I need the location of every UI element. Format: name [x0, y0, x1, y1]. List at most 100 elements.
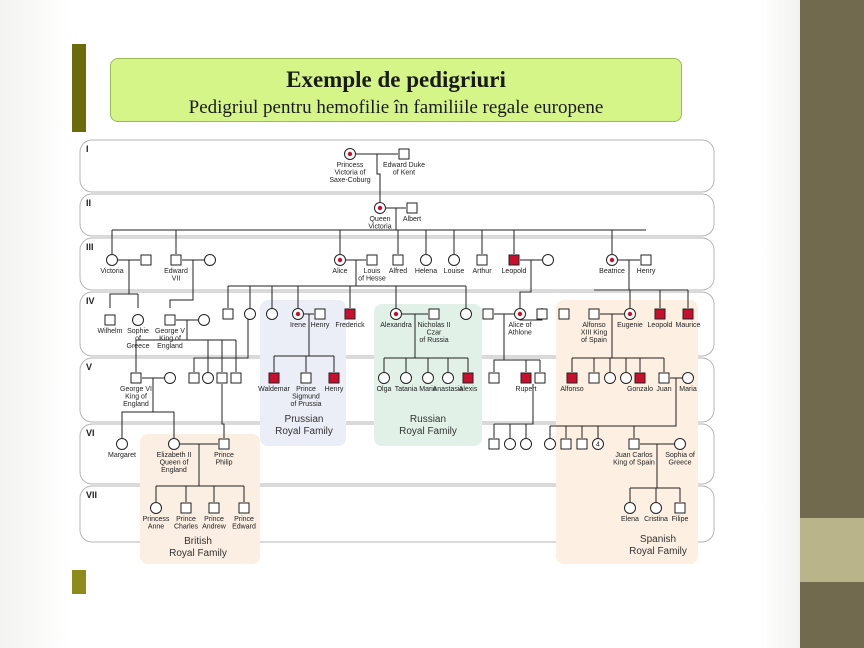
family-label-british: Royal Family [169, 548, 227, 559]
person-label: Alfred [389, 268, 407, 275]
slide-title: Exemple de pedigriuri [286, 67, 506, 92]
pedigree-person-beatrice: Beatrice [599, 254, 625, 275]
person-label: Queen of [160, 460, 189, 467]
person-label: Greece [127, 343, 150, 350]
pedigree-person-gonzalo: Gonzalo [627, 372, 653, 393]
person-label: Alfonso [582, 322, 605, 329]
person-label: Alfonso [560, 386, 583, 393]
pedigree-person-a4_3 [266, 308, 278, 320]
person-label: Victoria [100, 268, 123, 275]
pedigree-person-a4_1 [222, 308, 234, 320]
pedigree-person-c5_3 [216, 372, 228, 384]
person-label: Nicholas II [418, 322, 451, 329]
pedigree-person-rupert: Rupert [515, 372, 537, 393]
pedigree-person-eugenie: Eugenie [617, 308, 643, 329]
pedigree-person-filipe: Filipe [672, 502, 688, 523]
pedigree-person-wilhelm: Wilhelm [98, 314, 123, 335]
pedigree-person-e7_sp [204, 254, 216, 266]
person-label: George VI [120, 386, 152, 393]
title-box: Exemple de pedigriuri Pedigriul pentru h… [110, 58, 682, 122]
family-label-prussian: Royal Family [275, 426, 333, 437]
person-label: Victoria of [335, 170, 366, 177]
person-label: Leopold [502, 268, 527, 275]
person-label: Elizabeth II [157, 452, 192, 459]
pedigree-person-cristina: Cristina [644, 502, 668, 523]
person-label: Arthur [472, 268, 492, 275]
person-label: Frederick [335, 322, 365, 329]
person-label: of Prussia [290, 401, 321, 408]
person-label: Anastasia [433, 386, 464, 393]
pedigree-person-c5_1 [188, 372, 200, 384]
person-label: Elena [621, 516, 639, 523]
person-label: Eugenie [617, 322, 643, 329]
person-label: Alexis [459, 386, 478, 393]
person-label: England [123, 401, 149, 408]
pedigree-person-r6_2 [504, 438, 516, 450]
person-label: England [161, 467, 187, 474]
pedigree-person-s6_1 [544, 438, 556, 450]
pedigree-person-irene: Irene [290, 308, 306, 329]
person-label: Beatrice [599, 268, 625, 275]
person-label: XIII King [581, 330, 608, 337]
pedigree-person-alice: Alice [332, 254, 348, 275]
pedigree-person-waldemar: Waldemar [258, 372, 290, 393]
person-label: Albert [403, 216, 421, 223]
pedigree-person-g6_sp [164, 372, 176, 384]
pedigree-person-a4_4 [460, 308, 472, 320]
pedigree-person-albert: Albert [403, 202, 421, 223]
pedigree-line [221, 384, 225, 438]
slide: Exemple de pedigriuri Pedigriul pentru h… [0, 0, 800, 648]
accent-bar [72, 44, 86, 132]
pedigree-person-margaret: Margaret [108, 438, 136, 459]
pedigree-person-s5_1 [588, 372, 600, 384]
person-label: of [135, 336, 141, 343]
person-label: Saxe-Coburg [329, 177, 370, 184]
person-label: Prince [214, 452, 234, 459]
generation-label: III [86, 242, 94, 252]
generation-label: II [86, 198, 91, 208]
person-label: Leopold [648, 322, 673, 329]
pedigree-line [519, 260, 532, 308]
person-label: Greece [669, 460, 692, 467]
person-label: Prince [296, 386, 316, 393]
person-label: Edward [164, 268, 188, 275]
person-label: Princess [143, 516, 170, 523]
family-label-russian: Royal Family [399, 426, 457, 437]
side-decor-bar [800, 0, 864, 648]
pedigree-person-a4_2 [244, 308, 256, 320]
family-highlight-spanish [556, 300, 698, 564]
pedigree-person-victoria3: Victoria [100, 254, 124, 275]
person-label: Helena [415, 268, 437, 275]
person-label: King of Spain [613, 460, 655, 467]
pedigree-person-g5_sp [198, 314, 210, 326]
person-label: Andrew [202, 524, 227, 531]
generation-band [79, 193, 715, 237]
person-label: Maria [679, 386, 697, 393]
person-label: King of [125, 394, 147, 401]
person-label: Queen [369, 216, 390, 223]
pedigree-person-r5_2 [534, 372, 546, 384]
pedigree-person-alfred: Alfred [389, 254, 407, 275]
pedigree-person-alexis: Alexis [459, 372, 478, 393]
person-label: Alice of [509, 322, 532, 329]
generation-band [79, 139, 715, 193]
pedigree-person-helena: Helena [415, 254, 437, 275]
person-label: Prince [176, 516, 196, 523]
pedigree-person-v3_sp [140, 254, 152, 266]
person-label: VII [172, 276, 181, 283]
pedigree-person-l4_sp [482, 308, 494, 320]
slide-subtitle: Pedigriul pentru hemofilie în familiile … [188, 97, 604, 118]
person-label: Edward Duke [383, 162, 425, 169]
pedigree-person-tatania: Tatania [395, 372, 417, 393]
